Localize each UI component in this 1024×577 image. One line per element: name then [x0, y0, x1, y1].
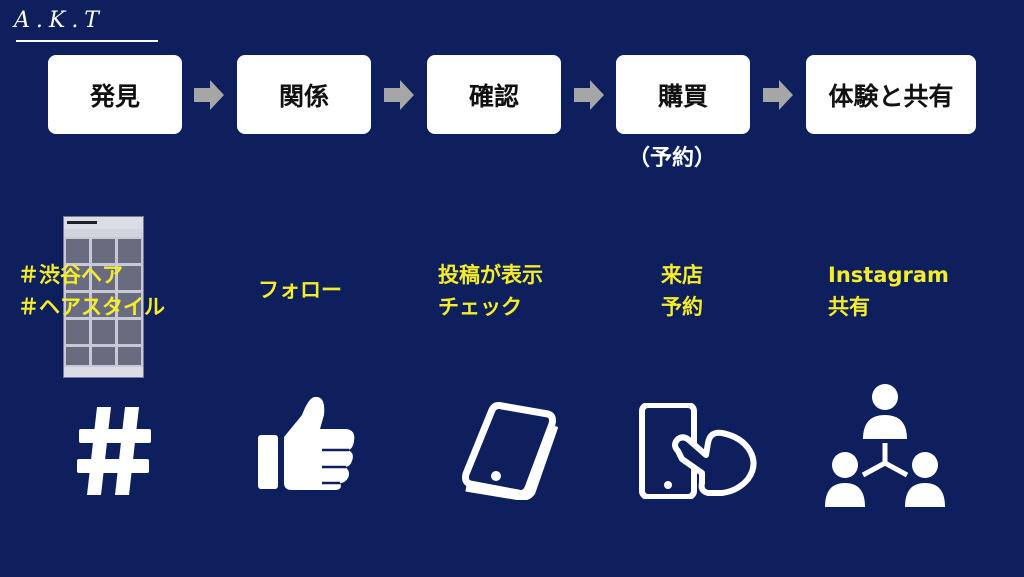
label-post-check: 投稿が表示 チェック	[438, 259, 543, 323]
step-confirm: 確認	[427, 55, 561, 134]
smartphone-icon	[462, 402, 558, 500]
step-relationship: 関係	[237, 55, 371, 134]
label-line: 来店	[661, 263, 703, 287]
arrow-icon	[384, 80, 414, 110]
instagram-screenshot-thumbnail	[63, 216, 144, 378]
label-instagram-share: Instagram 共有	[828, 259, 949, 323]
step-experience-share: 体験と共有	[806, 55, 976, 134]
label-line: ＃ヘアスタイル	[18, 295, 165, 319]
label-line: Instagram	[828, 263, 949, 287]
label-follow: フォロー	[258, 274, 342, 306]
arrow-icon	[763, 80, 793, 110]
label-line: 投稿が表示	[438, 263, 543, 287]
logo-underline	[16, 40, 158, 42]
label-line: チェック	[438, 295, 522, 319]
label-hashtags: ＃渋谷ヘア ＃ヘアスタイル	[18, 259, 165, 323]
phone-tap-icon	[639, 403, 757, 499]
label-line: 共有	[828, 295, 870, 319]
hashtag-icon	[77, 407, 151, 495]
logo: A.K.T	[14, 8, 105, 33]
thumbs-up-icon	[258, 396, 355, 490]
arrow-icon	[574, 80, 604, 110]
label-line: フォロー	[258, 278, 342, 302]
label-line: ＃渋谷ヘア	[18, 263, 123, 287]
label-line: 予約	[661, 295, 703, 319]
step-purchase: 購買	[616, 55, 750, 134]
arrow-icon	[194, 80, 224, 110]
step-discovery: 発見	[48, 55, 182, 134]
label-visit-reserve: 来店 予約	[661, 259, 703, 323]
purchase-subtitle: （予約）	[628, 146, 717, 171]
network-people-icon	[825, 384, 945, 507]
